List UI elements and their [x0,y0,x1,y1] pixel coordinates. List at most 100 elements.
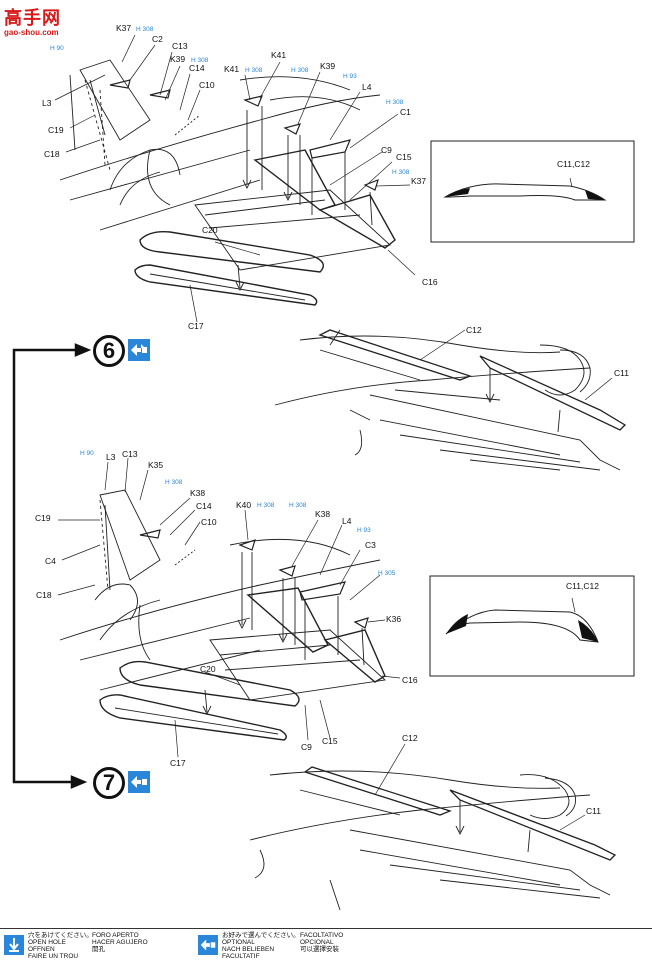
label-k38-bottom-a: K38 [190,488,205,498]
optional-legend-icon [198,935,218,955]
bottom-leader-lines [57,457,401,758]
label-k40: K40 [236,500,251,510]
footer-option-de: NACH BELIEBEN [222,946,275,953]
ref-h308-top-c: H 308 [245,67,263,74]
footer-hole-en: OPEN HOLE [28,939,66,946]
optional-icon-step6 [128,339,150,361]
lower-part-labels: C12 C11 [402,733,601,816]
footer-option-en: OPTIONAL [222,939,255,946]
ref-h93-bottom: H 93 [357,527,371,534]
label-k41-top-a: K41 [224,64,239,74]
footer-hole-de: OFFNEN [28,946,55,953]
step-7-marker: 7 [93,767,125,799]
ref-h308-top-f: H 308 [392,169,410,176]
label-c4: C4 [45,556,56,566]
ref-h90-top: H 90 [50,45,64,52]
footer-legend: 穴をあけてください。 OPEN HOLE OFFNEN FAIRE UN TRO… [0,928,652,963]
label-c20-top: C20 [202,225,218,235]
label-c17-top: C17 [188,321,204,331]
label-c13-bottom: C13 [122,449,138,459]
ref-h308-bottom-c: H 308 [289,502,307,509]
footer-hole-fr: FAIRE UN TROU [28,953,79,960]
watermark-site-name: 高手网 [4,8,61,29]
label-c10-top: C10 [199,80,215,90]
label-k39-top-a: K39 [170,54,185,64]
mid-aircraft-outline [274,329,627,471]
footer-option-text: お好みで選んでください。 OPTIONAL NACH BELIEBEN FACU… [222,932,300,960]
label-c12-lower: C12 [402,733,418,743]
mid-leader-lines [419,329,613,401]
watermark-site-url: gao-shou.com [4,28,59,37]
footer-option-it: FACOLTATIVO [300,932,344,939]
footer-hole-text: 穴をあけてください。 OPEN HOLE OFFNEN FAIRE UN TRO… [28,932,93,960]
footer-hole-cn: 開孔 [92,946,105,953]
label-c19-bottom: C19 [35,513,51,523]
watermark-logo: 高手网 gao-shou.com [4,4,68,40]
top-leader-lines [54,34,416,323]
label-c3: C3 [365,540,376,550]
footer-option-fr: FACULTATIF [222,953,260,960]
open-hole-icon [4,935,24,955]
label-c11-lower: C11 [586,806,601,816]
optional-icon-step7 [128,771,150,793]
label-k38-bottom-b: K38 [315,509,330,519]
footer-hole-es: HACER AGUJERO [92,939,148,946]
footer-option-cn: 可以選擇安裝 [300,946,339,953]
bottom-detail-box [429,575,635,677]
footer-option-text-2: FACOLTATIVO OPCIONAL 可以選擇安裝 [300,932,343,953]
step-6-marker: 6 [93,335,125,367]
label-c16-bottom: C16 [402,675,418,685]
footer-hole-text-2: FORO APERTO HACER AGUJERO 開孔 [92,932,148,953]
lower-leader-lines [374,743,586,831]
bottom-aircraft-outline [59,489,387,741]
footer-hole-jp: 穴をあけてください。 [28,932,93,939]
label-l3-bottom: L3 [106,452,116,462]
label-c20-bottom: C20 [200,664,216,674]
label-k39-top-b: K39 [320,61,335,71]
label-c17-bottom: C17 [170,758,186,768]
top-aircraft-outline [59,59,396,306]
ref-h308-top-d: H 308 [291,67,309,74]
label-c10-bottom: C10 [201,517,217,527]
label-k36: K36 [386,614,401,624]
label-bottom-detail: C11,C12 [566,581,599,591]
label-l3-top: L3 [42,98,52,108]
ref-h308-top-e: H 308 [386,99,404,106]
mid-part-labels: C12 C11 [466,325,629,378]
label-c11-mid: C11 [614,368,629,378]
label-c15-top: C15 [396,152,412,162]
step-connector-arrow [12,343,92,789]
label-l4-bottom: L4 [342,516,352,526]
top-detail-box [430,140,635,243]
label-c16-top: C16 [422,277,438,287]
top-part-labels: K37 C2 C13 K39 C14 C10 K41 K41 K39 L4 C1… [42,23,438,331]
footer-option-es: OPCIONAL [300,939,334,946]
label-c19-top: C19 [48,125,64,135]
bottom-part-labels: L3 C13 K35 K38 C14 C19 C4 C10 C18 K40 K3… [35,449,418,768]
bottom-ref-labels: H 90 H 308 H 308 H 308 H 93 H 305 [80,450,396,577]
label-c18-bottom: C18 [36,590,52,600]
ref-h305-bottom: H 305 [378,570,396,577]
label-c13-top: C13 [172,41,188,51]
ref-h308-bottom-a: H 308 [165,479,183,486]
ref-h93-top: H 93 [343,73,357,80]
label-c15-bottom: C15 [322,736,338,746]
label-c18-top: C18 [44,149,60,159]
label-k35: K35 [148,460,163,470]
ref-h308-top-b: H 308 [191,57,209,64]
label-k37-top: K37 [116,23,131,33]
label-c2: C2 [152,34,163,44]
label-c9-bottom: C9 [301,742,312,752]
ref-h90-bottom: H 90 [80,450,94,457]
label-k37-top-b: K37 [411,176,426,186]
label-c14-top: C14 [189,63,205,73]
top-ref-labels: H 90 H 308 H 308 H 308 H 308 H 93 H 308 … [50,26,410,176]
footer-hole-it: FORO APERTO [92,932,139,939]
ref-h308-top-a: H 308 [136,26,154,33]
label-top-detail: C11,C12 [557,159,590,169]
lower-aircraft-outline [249,766,617,911]
label-c14-bottom: C14 [196,501,212,511]
label-c12-mid: C12 [466,325,482,335]
